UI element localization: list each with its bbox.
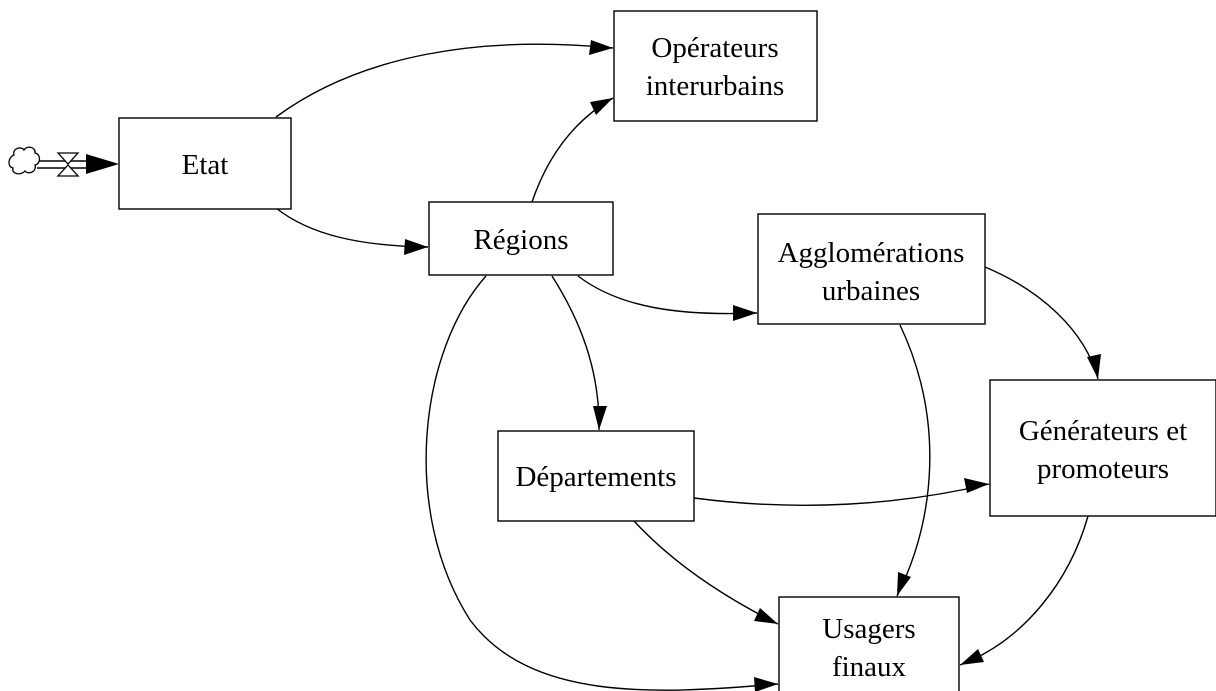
source-cloud-icon [8,146,41,175]
svg-text:finaux: finaux [832,651,907,683]
arrowhead-generateurs-from-agglomerations [1087,354,1101,379]
edge-agglomerations-to-usagers [896,324,931,597]
edge-regions-to-departements [551,275,600,431]
edge-departements-to-usagers [633,520,779,625]
svg-text:Agglomérations: Agglomérations [778,237,965,269]
node-departements-line-1: Départements [515,461,676,493]
arrowhead-etat-from-source [86,154,119,174]
arrowhead-operateurs-from-etat [589,40,613,55]
svg-text:Régions: Régions [473,224,568,256]
node-agglomerations-urbaines: Agglomérations urbaines [757,213,986,325]
edge-departements-to-generateurs [693,483,990,506]
arrowhead-usagers-from-departements [754,608,778,624]
flow-valve-icon [56,152,80,177]
edge-regions-to-agglomerations [577,275,758,315]
node-etat-line-1: Etat [182,149,229,181]
node-operateurs-line-1: Opérateurs [651,32,778,64]
node-operateurs-interurbains: Opérateurs interurbains [613,10,818,122]
node-generateurs-line-2: promoteurs [1037,453,1169,485]
arrowhead-usagers-from-regions [754,677,778,691]
svg-text:Générateurs et: Générateurs et [1019,415,1187,447]
node-usagers-finaux: Usagers finaux [778,596,960,691]
arrowhead-departements-from-regions [593,406,607,430]
arrowhead-usagers-from-agglomerations [897,572,911,596]
svg-text:Usagers: Usagers [822,613,915,645]
edge-regions-to-operateurs [531,97,614,203]
node-generateurs-promoteurs: Générateurs et promoteurs [989,379,1216,517]
node-departements: Départements [497,430,695,522]
arrowhead-usagers-from-generateurs [960,649,984,665]
node-agglomerations-line-1: Agglomérations [778,237,965,269]
svg-text:urbaines: urbaines [822,275,920,307]
node-regions-line-1: Régions [473,224,568,256]
arrowheads-layer [86,40,1101,691]
svg-text:Départements: Départements [515,461,676,493]
node-operateurs-line-2: interurbains [646,70,785,102]
svg-text:promoteurs: promoteurs [1037,453,1169,485]
arrowhead-generateurs-from-departements [964,478,989,493]
node-usagers-line-1: Usagers [822,613,915,645]
node-usagers-line-2: finaux [832,651,907,683]
edge-agglomerations-to-generateurs [984,266,1099,380]
svg-text:Opérateurs: Opérateurs [651,32,778,64]
svg-text:Etat: Etat [182,149,229,181]
node-regions: Régions [428,201,614,276]
edge-regions-to-usagers [425,275,779,691]
arrowhead-regions-from-etat [404,239,428,255]
svg-text:interurbains: interurbains [646,70,785,102]
node-agglomerations-line-2: urbaines [822,275,920,307]
edge-etat-to-operateurs [275,43,614,118]
edge-generateurs-to-usagers [959,515,1089,666]
arrowhead-agglomerations-from-regions [733,305,757,321]
node-generateurs-line-1: Générateurs et [1019,415,1187,447]
arrowhead-operateurs-from-regions [590,98,613,115]
node-etat: Etat [118,117,292,210]
